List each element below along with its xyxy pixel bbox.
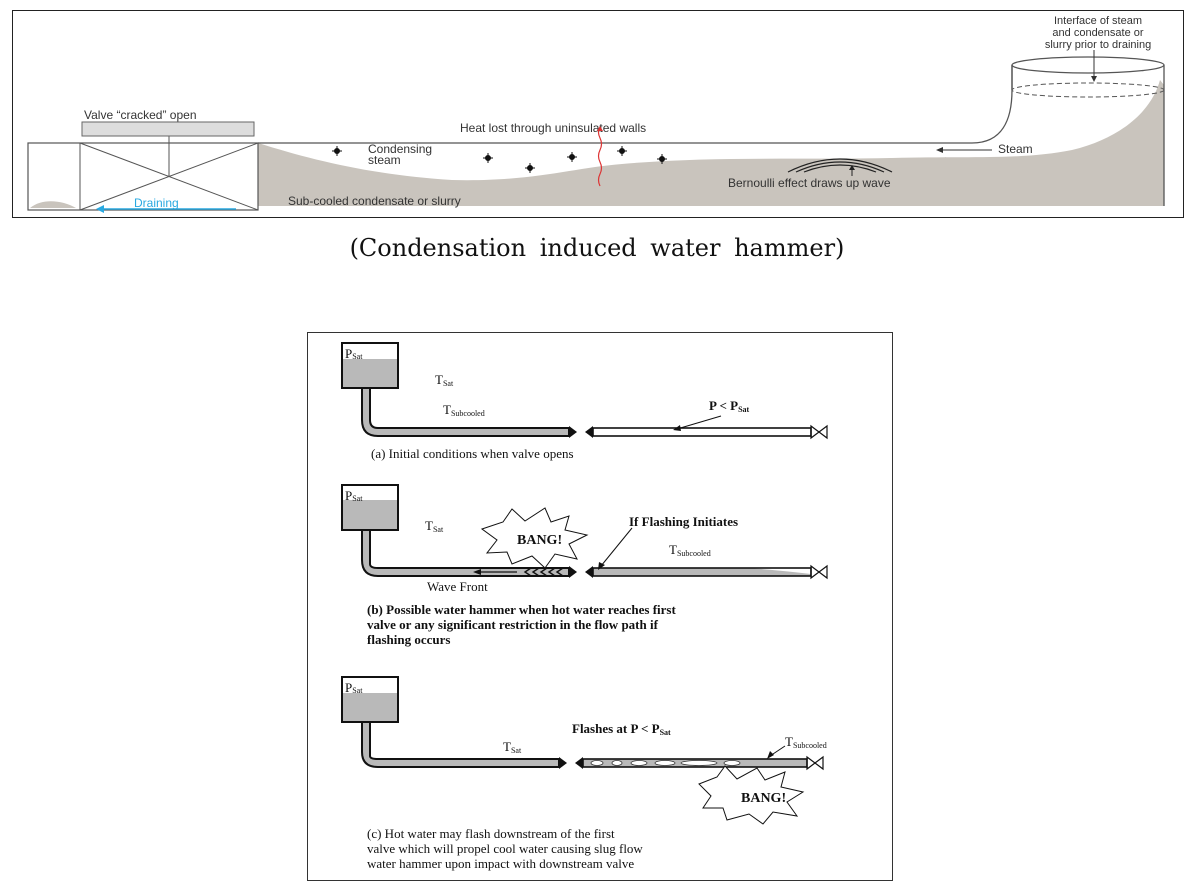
svg-text:TSat: TSat: [435, 372, 454, 388]
interface-label-3: slurry prior to draining: [1045, 39, 1151, 51]
figure-border: [307, 332, 893, 881]
valve-label: Valve “cracked” open: [84, 108, 197, 122]
interface-ellipse: [1011, 82, 1165, 98]
p-sat-b: P: [345, 488, 352, 503]
pipe-a-downstream: [592, 427, 812, 437]
valve-handle: [81, 121, 255, 137]
bang-burst-b: [480, 507, 589, 569]
svg-text:TSubcooled: TSubcooled: [443, 402, 485, 418]
t-sat-b-sub: Sat: [433, 525, 444, 534]
valve-a-1: [569, 426, 577, 438]
t-sub-b: T: [669, 542, 677, 557]
drained-puddle: [30, 201, 76, 208]
p-lt-psat-a: P < P: [709, 398, 738, 413]
svg-text:PSat: PSat: [345, 488, 363, 503]
p-sat-a-sub: Sat: [352, 352, 363, 361]
riser-top-ellipse: [1011, 56, 1165, 74]
steam-label: Steam: [998, 142, 1033, 156]
bang-burst-c: [698, 765, 805, 825]
wave-front-chevrons: [523, 567, 564, 577]
bang-c: BANG!: [741, 791, 786, 806]
svg-text:PSat: PSat: [345, 680, 363, 695]
t-sub-a: T: [443, 402, 451, 417]
svg-text:TSubcooled: TSubcooled: [785, 734, 827, 750]
figure1-caption: (Condensation induced water hammer): [349, 234, 845, 262]
svg-text:TSat: TSat: [425, 518, 444, 534]
svg-text:TSat: TSat: [503, 739, 522, 755]
t-sub-b-sub: Subcooled: [677, 549, 711, 558]
flash-bubbles: [590, 760, 741, 766]
wave-front-label: Wave Front: [427, 579, 488, 594]
flashing-water-hammer-diagram: PSat TSat TSubcooled P < PSat (a) Initia…: [307, 332, 893, 881]
panel-b: BANG! PSat TSat If Flashing Initiates TS…: [341, 484, 828, 647]
subcooled-slurry-region: [258, 80, 1164, 206]
svg-text:Flashes at P < PSat: Flashes at P < PSat: [572, 721, 671, 737]
flashes-at-c: Flashes at P < P: [572, 721, 660, 736]
interface-label-2: and condensate or: [1052, 27, 1143, 39]
svg-text:PSat: PSat: [345, 346, 363, 361]
svg-text:P < PSat: P < PSat: [709, 398, 750, 414]
p-sat-a: P: [345, 346, 352, 361]
t-sat-c: T: [503, 739, 511, 754]
t-sat-b: T: [425, 518, 433, 533]
panel-c: BANG! PSat TSat Flashes at P < PSat TSub…: [341, 676, 827, 871]
t-sub-a-sub: Subcooled: [451, 409, 485, 418]
t-sat-c-sub: Sat: [511, 746, 522, 755]
draining-label: Draining: [134, 196, 179, 210]
panel-b-caption-2: valve or any significant restriction in …: [367, 617, 659, 632]
p-sat-c-sub: Sat: [352, 686, 363, 695]
pipe-top-wall: [258, 65, 1013, 144]
p-sat-c: P: [345, 680, 352, 695]
panel-a-caption: (a) Initial conditions when valve opens: [371, 446, 574, 461]
flash-initiates-b: If Flashing Initiates: [629, 514, 738, 529]
panel-b-caption-1: (b) Possible water hammer when hot water…: [367, 602, 676, 617]
panel-c-caption-2: valve which will propel cool water causi…: [367, 841, 643, 856]
svg-text:TSubcooled: TSubcooled: [669, 542, 711, 558]
bernoulli-wave-arcs: [787, 158, 893, 173]
bernoulli-label: Bernoulli effect draws up wave: [728, 176, 891, 190]
panel-b-caption-3: flashing occurs: [367, 632, 450, 647]
panel-c-caption-1: (c) Hot water may flash downstream of th…: [367, 826, 615, 841]
t-sub-c-sub: Subcooled: [793, 741, 827, 750]
panel-c-caption-3: water hammer upon impact with downstream…: [367, 856, 634, 871]
condensing-steam-sparkles: [332, 146, 667, 173]
heat-loss-arrows: [597, 127, 603, 187]
interface-label-1: Interface of steam: [1054, 15, 1142, 27]
bang-b: BANG!: [517, 533, 562, 548]
t-sat-a: T: [435, 372, 443, 387]
p-lt-psat-a-sub: Sat: [738, 405, 749, 414]
flashes-at-c-sub: Sat: [660, 728, 671, 737]
subcooled-label: Sub-cooled condensate or slurry: [288, 194, 461, 208]
p-sat-b-sub: Sat: [352, 494, 363, 503]
valve-a-2: [810, 424, 820, 440]
condensation-water-hammer-diagram: Interface of steam and condensate or slu…: [12, 10, 1184, 218]
t-sub-c: T: [785, 734, 793, 749]
pipe-b-downstream-fill: [593, 568, 811, 576]
condensing-label-1: Condensing: [368, 142, 432, 156]
panel-a: PSat TSat TSubcooled P < PSat (a) Initia…: [341, 342, 828, 461]
condensing-label-2: steam: [368, 153, 401, 167]
valve-body: [27, 142, 259, 211]
t-sat-a-sub: Sat: [443, 379, 454, 388]
heat-label: Heat lost through uninsulated walls: [460, 121, 646, 135]
